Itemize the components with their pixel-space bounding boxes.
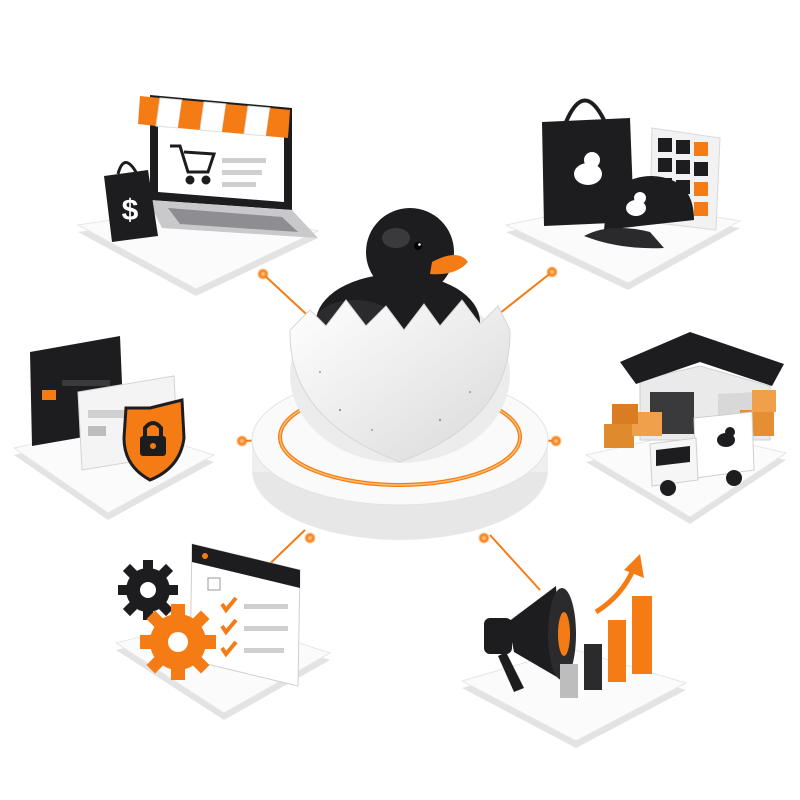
bar-chart-icon [560, 596, 652, 698]
tile-secure-payment [12, 336, 216, 520]
duck-cap-icon [584, 176, 694, 249]
secure-payment-icon [30, 336, 186, 482]
hub [251, 208, 549, 540]
connector-dots [236, 266, 562, 544]
megaphone-icon [484, 586, 576, 692]
duck-shopping-bag-icon [542, 98, 634, 226]
shield-lock-icon [122, 398, 186, 482]
dollar-shopping-bag-icon: $ [104, 161, 158, 242]
shopping-cart-icon [170, 144, 217, 185]
delivery-truck-icon [649, 411, 755, 496]
tile-warehouse [584, 332, 788, 524]
tile-online-store: $ [76, 95, 320, 296]
marketing-growth-icon [484, 554, 652, 698]
boxes-icon [604, 390, 776, 448]
warehouse-shipping-icon [604, 332, 784, 496]
striped-awning-icon [138, 96, 290, 138]
svg-text:$: $ [122, 194, 139, 227]
branded-merchandise-icon [542, 98, 721, 249]
gears-icon [118, 560, 216, 680]
checklist-window-icon [189, 543, 301, 687]
tile-marketing [460, 554, 688, 748]
warehouse-icon [620, 332, 784, 441]
tile-settings [114, 543, 332, 720]
settings-checklist-icon [118, 543, 301, 687]
duck-in-egg-icon [289, 208, 511, 463]
connector-marketing [489, 534, 541, 591]
tile-merchandise [504, 98, 742, 290]
trend-arrow-icon [594, 554, 644, 615]
online-store-laptop-icon: $ [104, 95, 318, 242]
